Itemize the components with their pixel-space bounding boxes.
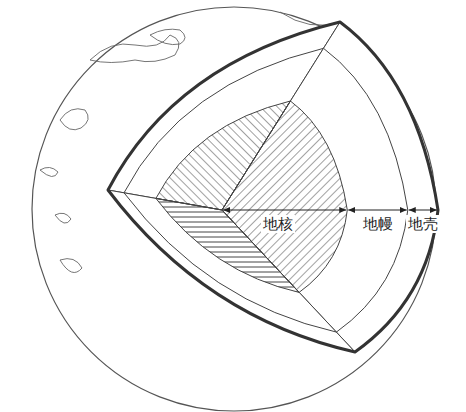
layer-label: 地幔 <box>361 215 395 233</box>
layer-label: 地壳 <box>406 215 440 233</box>
dimension-arrow <box>223 210 346 211</box>
dimension-arrow <box>348 210 406 211</box>
cutaway-outline <box>108 22 438 352</box>
layer-label: 地核 <box>261 215 295 233</box>
core-face <box>156 198 299 292</box>
dimension-arrow <box>409 210 437 211</box>
